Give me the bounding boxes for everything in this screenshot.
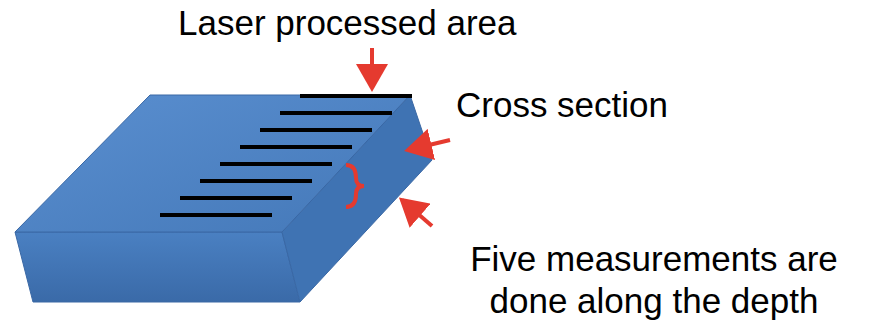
laser-track <box>200 179 312 183</box>
label: Five measurements are done along the dep… <box>434 238 874 322</box>
front-face <box>15 232 300 302</box>
top-face <box>15 95 410 232</box>
laser-track <box>220 162 332 166</box>
laser-track <box>260 128 372 132</box>
laser-track <box>300 94 412 98</box>
laser-track <box>180 196 292 200</box>
laser-track <box>160 213 272 217</box>
laser-track <box>240 145 352 149</box>
depth-bracket <box>346 165 364 207</box>
leader-arrow <box>370 48 374 88</box>
label: Laser processed area <box>178 2 517 44</box>
laser-track <box>280 111 392 115</box>
laser-tracks <box>160 96 412 215</box>
label: Cross section <box>456 84 668 126</box>
leader-arrow <box>402 200 432 226</box>
leader-arrow <box>408 140 450 150</box>
